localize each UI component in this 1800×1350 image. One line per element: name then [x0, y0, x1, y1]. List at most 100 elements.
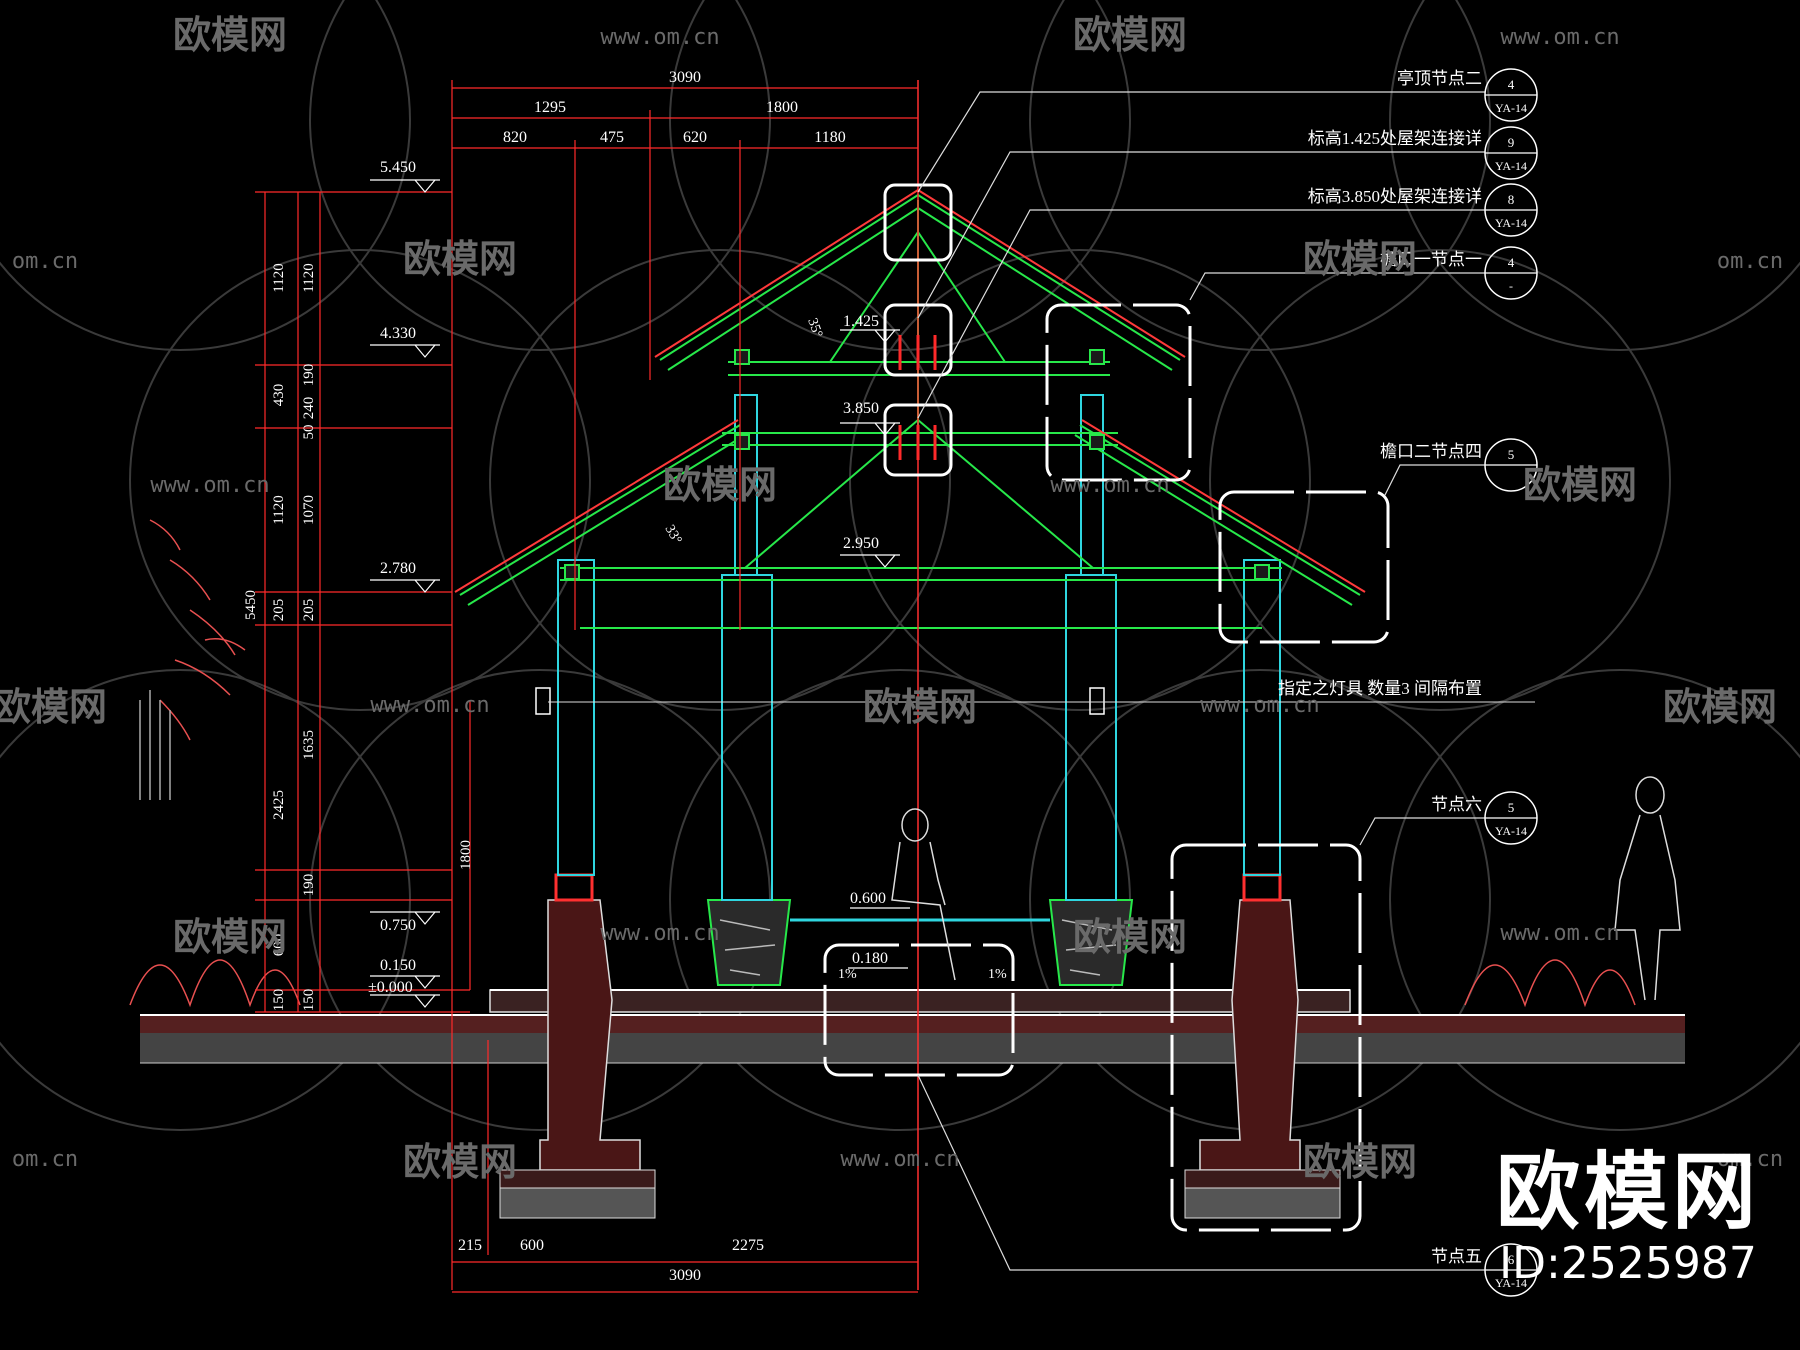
dim-left-inner-9: 150: [301, 989, 317, 1012]
detail-boxes: [823, 183, 1390, 1232]
watermark-brand-text: 欧模网: [403, 1140, 517, 1184]
roof-angle-upper: 35°: [804, 316, 825, 340]
watermark-circles: [0, 0, 1800, 1131]
watermark-brand-text: 欧模网: [403, 237, 517, 281]
callout-number: 4: [1508, 255, 1515, 270]
elev-drain: 0.180: [852, 950, 888, 967]
callout-number: 5: [1508, 447, 1515, 462]
callout-item: 指定之灯具 数量3 间隔布置: [1278, 679, 1482, 698]
ground-section: [140, 989, 1685, 1064]
roof-tiles: [454, 189, 1366, 593]
callout-label: 标高3.850处屋架连接详: [1308, 187, 1482, 206]
callout-item: 标高3.850处屋架连接详 8YA-14: [1308, 183, 1538, 237]
watermark-url-text: www.om.cn: [600, 25, 719, 50]
lamp-fixture-icon: [535, 687, 551, 715]
dimension-lines: [255, 80, 918, 1293]
watermark-url-text: www.om.cn: [370, 693, 489, 718]
dim-left-inner-2: 190: [301, 364, 317, 387]
dim-column-height: 1800: [458, 840, 474, 870]
watermark-brand-text: 欧模网: [663, 463, 777, 507]
dim-bottom-seg2: 600: [520, 1237, 544, 1254]
dim-left-inner-8: 190: [301, 874, 317, 897]
callout-sheet: YA-14: [1495, 159, 1527, 173]
watermark-layer: 欧模网欧模网欧模网欧模网欧模网欧模网欧模网欧模网欧模网欧模网欧模网欧模网欧模网w…: [0, 13, 1783, 1184]
bottom-dimensions: 215 600 2275 3090: [458, 1237, 764, 1284]
callout-label: 亭顶节点二: [1397, 69, 1482, 88]
dim-left-total: 5450: [243, 590, 259, 620]
dim-left-inner-1: 1120: [301, 263, 317, 292]
elevation-markers: [370, 179, 910, 1008]
callout-leaders: [917, 91, 1485, 1271]
watermark-url-text: www.om.cn: [150, 473, 269, 498]
dim-bottom-total: 3090: [669, 1267, 701, 1284]
elev-roof-top: 5.450: [380, 159, 416, 176]
dim-left-outer-4: 205: [271, 599, 287, 622]
dim-left-inner-7: 1635: [301, 730, 317, 760]
watermark-url-text: www.om.cn: [840, 1147, 959, 1172]
callout-number: 5: [1508, 800, 1515, 815]
roof-structure: [459, 194, 1361, 629]
watermark-url-text: www.om.cn: [1500, 25, 1619, 50]
top-dimensions: 3090 1295 1800 820 475 620 1180: [503, 69, 846, 146]
callout-label: 指定之灯具 数量3 间隔布置: [1278, 679, 1482, 698]
dim-top-seg4: 1180: [814, 129, 845, 146]
watermark-brand-text: 欧模网: [1073, 13, 1187, 57]
foundation-right: [1184, 873, 1341, 1219]
floor-slope-right: 1%: [988, 967, 1007, 982]
watermark-brand-text: 欧模网: [173, 915, 287, 959]
watermark-url-text: www.om.cn: [600, 921, 719, 946]
dim-left-outer-1: 1120: [271, 263, 287, 292]
watermark-url-short-text: om.cn: [1717, 249, 1783, 274]
callout-label: 节点五: [1431, 1247, 1482, 1266]
dim-left-inner-3: 240: [301, 397, 317, 420]
columns: [557, 394, 1281, 901]
watermark-brand-text: 欧模网: [1523, 463, 1637, 507]
callout-label: 标高1.425处屋架连接详: [1308, 129, 1482, 148]
elev-beam: 2.950: [843, 535, 879, 552]
dim-left-outer-2: 430: [271, 384, 287, 407]
dim-bottom-seg3: 2275: [732, 1237, 764, 1254]
watermark-url-text: www.om.cn: [1050, 473, 1169, 498]
callout-item: 节点六 5YA-14: [1431, 791, 1538, 845]
stone-bench-left: [706, 899, 792, 986]
callout-number: 6: [1508, 1252, 1515, 1267]
callout-sheet: YA-14: [1495, 824, 1527, 838]
watermark-url-short-text: om.cn: [12, 1147, 78, 1172]
dim-top-total: 3090: [669, 69, 701, 86]
dim-left-outer-3: 1120: [271, 495, 287, 524]
plant-left-icon: [139, 519, 246, 800]
watermark-url-short-text: om.cn: [12, 249, 78, 274]
watermark-url-text: www.om.cn: [1200, 693, 1319, 718]
callout-item: 檐口一节点一 4 -: [1380, 246, 1538, 300]
elev-bench: 0.600: [850, 890, 886, 907]
callout-label: 节点六: [1431, 795, 1482, 814]
dim-top-seg1: 820: [503, 129, 527, 146]
elev-upper-eave: 4.330: [380, 325, 416, 342]
callout-label: 檐口一节点一: [1380, 250, 1482, 269]
dim-left-inner-6: 205: [301, 599, 317, 622]
floor-slope-left: 1%: [838, 967, 857, 982]
callout-sheet: YA-14: [1495, 101, 1527, 115]
lamp-fixture-icon: [1089, 687, 1105, 715]
watermark-url-text: www.om.cn: [1500, 921, 1619, 946]
elev-0150: 0.150: [380, 957, 416, 974]
bolt-marks: [898, 335, 937, 460]
watermark-brand-text: 欧模网: [1073, 915, 1187, 959]
watermark-brand-text: 欧模网: [0, 685, 107, 729]
callout-number: 8: [1508, 192, 1515, 207]
roof-angle-lower: 33°: [662, 523, 685, 547]
shrub-left-icon: [129, 959, 301, 1008]
shrub-right-icon: [1464, 959, 1636, 1008]
left-dimensions: 1120 430 1120 205 2425 600 150 1120 190 …: [243, 263, 474, 1011]
elev-3850: 3.850: [843, 400, 879, 417]
elev-0750: 0.750: [380, 917, 416, 934]
watermark-brand-text: 欧模网: [1663, 685, 1777, 729]
callout-sheet: YA-14: [1495, 216, 1527, 230]
dim-top-right: 1800: [766, 99, 798, 116]
callout-sheet: -: [1509, 279, 1513, 293]
